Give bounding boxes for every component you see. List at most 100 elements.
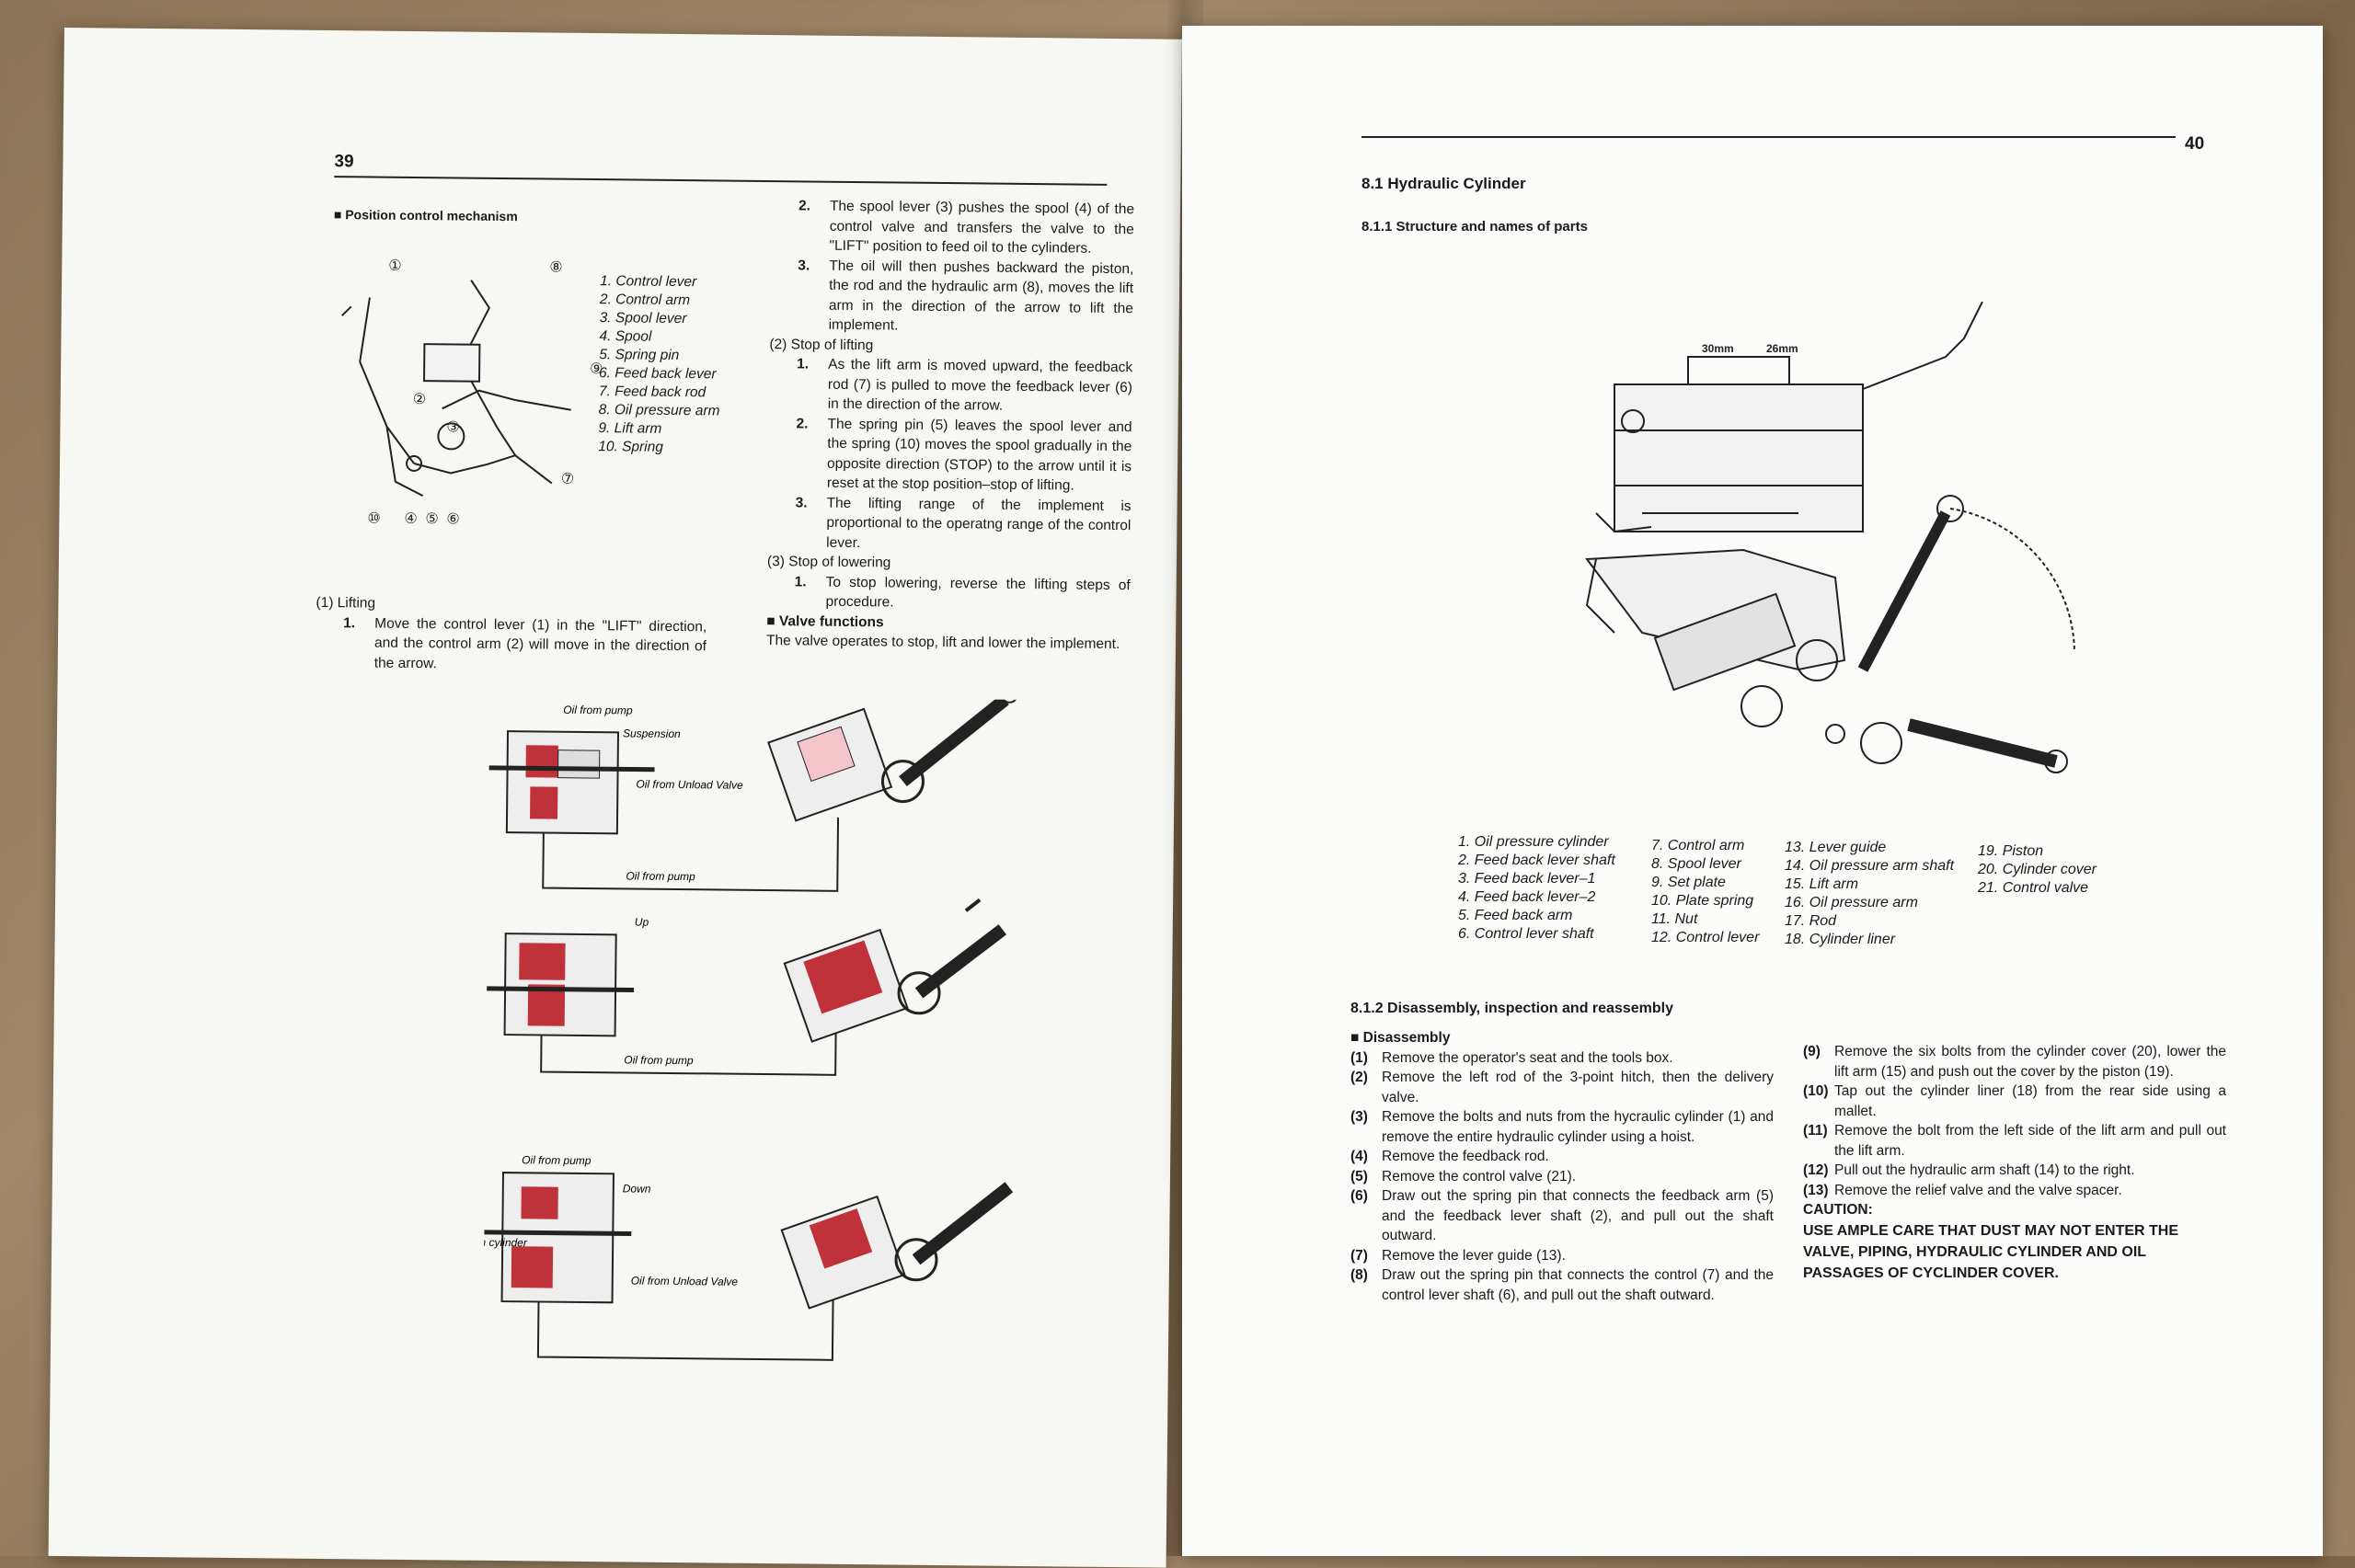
legend-item: 17. Rod xyxy=(1785,913,1837,929)
section-heading: ■ Position control mechanism xyxy=(333,207,518,224)
callout-1: ① xyxy=(388,258,402,274)
legend-item: 11. Nut xyxy=(1651,911,1698,927)
list-item: (11)Remove the bolt from the left side o… xyxy=(1803,1123,2226,1159)
suspension-diagram: Oil from pump Suspension Oil from Unload… xyxy=(488,693,1018,892)
left-page-column-2: 2.The spool lever (3) pushes the spool (… xyxy=(766,196,1134,655)
legend-item: 3. Feed back lever–1 xyxy=(1458,871,1596,887)
header-rule xyxy=(334,176,1108,186)
disassembly-title: 8.1.2 Disassembly, inspection and reasse… xyxy=(1350,1001,1673,1016)
list-item: (2)Remove the left rod of the 3-point hi… xyxy=(1350,1070,1774,1105)
label-oil-from-pump-2: Oil from pump xyxy=(626,869,695,883)
valve-function-diagrams: Oil from pump Suspension Oil from Unload… xyxy=(482,693,1018,1361)
callout-10: ⑩ xyxy=(367,510,381,526)
disassembly-heading: ■ Disassembly xyxy=(1350,1030,1451,1046)
legend-item: 19. Piston xyxy=(1978,843,2044,859)
label-oil-from-pump: Oil from pump xyxy=(563,704,633,717)
list-item: 3.The oil will then pushes backward the … xyxy=(798,257,1134,334)
callout-2: ② xyxy=(413,392,427,407)
lifting-section: (1) Lifting 1.Move the control lever (1)… xyxy=(316,593,707,676)
list-item: 2.The spring pin (5) leaves the spool le… xyxy=(796,415,1132,494)
legend-item: 15. Lift arm xyxy=(1785,876,1859,892)
label-down: Down xyxy=(623,1182,651,1195)
legend-item: 8. Spool lever xyxy=(1651,856,1741,872)
legend-item: 14. Oil pressure arm shaft xyxy=(1785,858,1955,874)
list-item: (6)Draw out the spring pin that connects… xyxy=(1350,1188,1774,1243)
section-title: 8.1 Hydraulic Cylinder xyxy=(1361,175,1526,192)
disassembly-col1: ■ Disassembly (1)Remove the operator's s… xyxy=(1350,1028,1774,1305)
parts-legend-col2: 7. Control arm 8. Spool lever 9. Set pla… xyxy=(1651,837,1759,947)
legend-item: 9. Lift arm xyxy=(598,420,662,437)
list-item: 2.The spool lever (3) pushes the spool (… xyxy=(798,198,1135,257)
list-item: 1.To stop lowering, reverse the lifting … xyxy=(794,573,1131,611)
list-item: (3)Remove the bolts and nuts from the hy… xyxy=(1350,1109,1774,1145)
legend-item: 2. Control arm xyxy=(599,292,691,309)
disassembly-col2: (9)Remove the six bolts from the cylinde… xyxy=(1803,1042,2226,1284)
legend-item: 1. Oil pressure cylinder xyxy=(1458,834,1609,850)
legend-item: 18. Cylinder liner xyxy=(1785,932,1896,947)
label-oil-from-unload-2: Oil from Unload Valve xyxy=(631,1275,739,1288)
list-item: 1.Move the control lever (1) in the "LIF… xyxy=(343,614,707,671)
legend-item: 13. Lever guide xyxy=(1785,840,1887,855)
dimension-label: 26mm xyxy=(1766,342,1798,355)
list-item: (12)Pull out the hydraulic arm shaft (14… xyxy=(1803,1162,2135,1178)
valve-functions-text: The valve operates to stop, lift and low… xyxy=(765,633,1120,653)
header-rule xyxy=(1361,136,2176,138)
legend-item: 5. Spring pin xyxy=(599,347,680,364)
callout-7: ⑦ xyxy=(561,472,575,487)
list-item: (7)Remove the lever guide (13). xyxy=(1350,1247,1566,1264)
down-diagram: Oil from pump Down Oil from cylinder Oil… xyxy=(482,1153,1014,1361)
label-oil-from-pump-4: Oil from pump xyxy=(522,1153,592,1167)
list-item: (8)Draw out the spring pin that connects… xyxy=(1350,1267,1774,1303)
legend-item: 12. Control lever xyxy=(1651,930,1760,945)
list-item: (10)Tap out the cylinder liner (18) from… xyxy=(1803,1083,2226,1119)
left-page: 39 ■ Position control mechanism ① ⑧ ⑨ ② … xyxy=(48,28,1182,1568)
label-oil-from-cylinder: Oil from cylinder xyxy=(482,1235,527,1249)
parts-legend-col3: 13. Lever guide 14. Oil pressure arm sha… xyxy=(1785,839,1954,949)
legend-item: 6. Control lever shaft xyxy=(1458,926,1594,942)
label-oil-from-unload: Oil from Unload Valve xyxy=(636,778,743,792)
caution-text: USE AMPLE CARE THAT DUST MAY NOT ENTER T… xyxy=(1803,1222,2179,1281)
dimension-label: 30mm xyxy=(1702,342,1734,355)
legend-item: 2. Feed back lever shaft xyxy=(1458,853,1615,868)
list-item: (4)Remove the feedback rod. xyxy=(1350,1149,1549,1164)
legend-item: 16. Oil pressure arm xyxy=(1785,895,1918,910)
callout-3: ③ xyxy=(446,419,460,435)
legend-item: 21. Control valve xyxy=(1978,880,2089,896)
caution-label: CAUTION: xyxy=(1803,1202,1873,1218)
list-item: 1.As the lift arm is moved upward, the f… xyxy=(797,356,1133,414)
position-control-diagram: ① ⑧ ⑨ ② ③ ⑦ ⑩ ④ ⑤ ⑥ xyxy=(341,258,603,528)
legend-item: 20. Cylinder cover xyxy=(1978,862,2097,877)
legend-item: 7. Feed back rod xyxy=(598,383,706,401)
legend-item: 8. Oil pressure arm xyxy=(598,402,720,419)
legend-item: 1. Control lever xyxy=(600,273,697,291)
legend-item: 4. Feed back lever–2 xyxy=(1458,889,1596,905)
label-oil-from-pump-3: Oil from pump xyxy=(624,1053,694,1067)
right-page: 40 8.1 Hydraulic Cylinder 8.1.1 Structur… xyxy=(1182,26,2323,1556)
subsection-title: 8.1.1 Structure and names of parts xyxy=(1361,219,1588,235)
section-title: Position control mechanism xyxy=(345,207,518,224)
list-item: (13)Remove the relief valve and the valv… xyxy=(1803,1182,2122,1198)
callout-5: ⑤ xyxy=(425,511,439,527)
label-suspension: Suspension xyxy=(623,727,681,740)
callout-8: ⑧ xyxy=(549,260,563,276)
list-item: (9)Remove the six bolts from the cylinde… xyxy=(1803,1044,2226,1080)
legend-item: 7. Control arm xyxy=(1651,838,1745,853)
legend-item: 4. Spool xyxy=(599,328,652,345)
callout-9: ⑨ xyxy=(590,361,603,377)
page-number: 40 xyxy=(2185,134,2205,154)
legend-item: 5. Feed back arm xyxy=(1458,908,1573,923)
callout-6: ⑥ xyxy=(446,511,460,527)
legend-item: 10. Plate spring xyxy=(1651,893,1754,909)
callout-4: ④ xyxy=(404,511,418,527)
page-number: 39 xyxy=(334,152,354,172)
parts-legend-col4: 19. Piston 20. Cylinder cover 21. Contro… xyxy=(1978,842,2097,898)
label-up: Up xyxy=(635,916,649,929)
up-diagram: Up Oil from pump xyxy=(487,898,1007,1076)
parts-legend-col1: 1. Oil pressure cylinder 2. Feed back le… xyxy=(1458,833,1615,944)
list-item: (1)Remove the operator's seat and the to… xyxy=(1350,1049,1673,1066)
legend-item: 9. Set plate xyxy=(1651,875,1726,890)
hydraulic-cylinder-diagram: 30mm 26mm xyxy=(1585,302,2075,773)
legend-item: 3. Spool lever xyxy=(599,310,687,327)
legend-item: 6. Feed back lever xyxy=(599,365,717,383)
list-item: 3.The lifting range of the implement is … xyxy=(795,494,1132,551)
